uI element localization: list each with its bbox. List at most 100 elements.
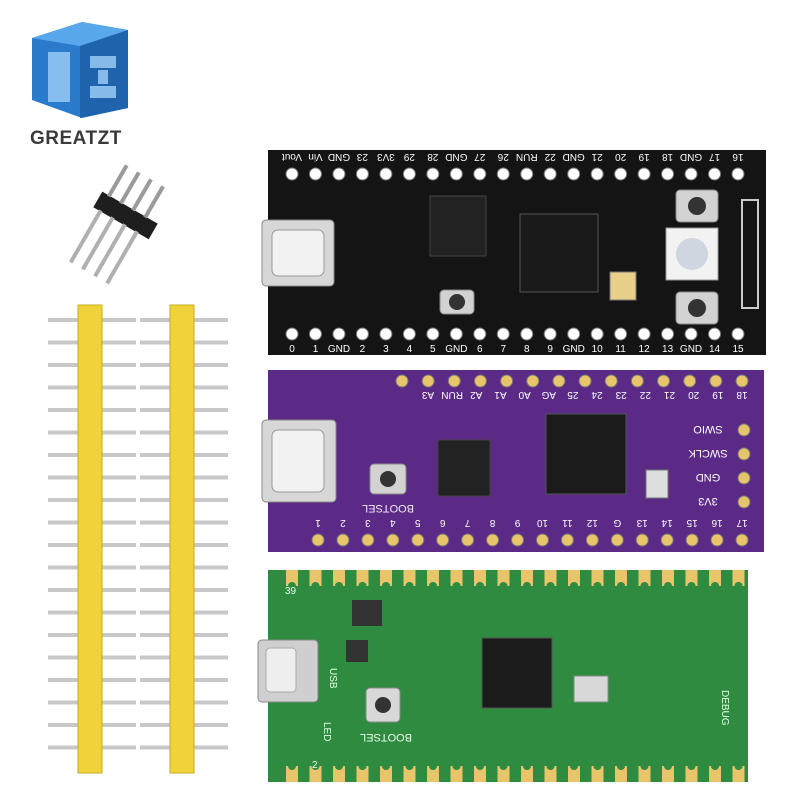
castellated-pad <box>356 570 369 586</box>
pin-label: 4 <box>407 344 413 355</box>
pin-label: GND <box>445 344 467 355</box>
pin-pad <box>473 167 487 181</box>
header-plastic <box>77 304 103 774</box>
pin-label: 22 <box>639 389 651 400</box>
long-pin-header-right <box>140 304 228 774</box>
pin-label: 9 <box>547 344 553 355</box>
castellated-pad <box>333 570 345 586</box>
pin-pad <box>731 327 745 341</box>
castellated-pad <box>544 570 557 586</box>
castellated-pad <box>450 570 463 586</box>
pin-label: 13 <box>662 344 674 355</box>
pin-pad <box>361 533 375 547</box>
castellated-pad <box>286 570 298 586</box>
pin-label: GND <box>445 151 467 162</box>
rp2040-chip-black <box>519 213 599 293</box>
pin-pad <box>552 374 566 388</box>
pin-label: 7 <box>464 517 470 528</box>
pin-pad <box>449 167 463 181</box>
castellated-pad <box>450 766 463 782</box>
castellated-pad <box>474 766 486 782</box>
castellated-pad <box>685 766 698 782</box>
pin-label: 2 <box>360 344 366 355</box>
castellated-pad <box>615 570 627 586</box>
green-pico-board: 39 USB LED BOOTSEL DEBUG 2 <box>257 570 748 782</box>
castellated-pad <box>662 570 674 586</box>
pin-label: 23 <box>356 151 368 162</box>
pin-pad <box>635 533 649 547</box>
pin-pad <box>737 423 751 437</box>
pin-label: 5 <box>430 344 436 355</box>
pin-pad <box>386 533 400 547</box>
pin-label: 17 <box>736 517 748 528</box>
pin-label: 8 <box>489 517 495 528</box>
pin-label: 14 <box>661 517 673 528</box>
pin-pad <box>737 495 751 509</box>
pin-pad <box>426 327 440 341</box>
pin-label: 15 <box>732 344 744 355</box>
pin-pad <box>661 167 675 181</box>
castellated-pad <box>521 766 533 782</box>
pin-label: GND <box>680 151 702 162</box>
pin-label: 21 <box>664 389 676 400</box>
pin-label: 24 <box>591 389 603 400</box>
pin-pad <box>560 533 574 547</box>
pin-pad <box>486 533 500 547</box>
pin-label: GND <box>696 471 721 483</box>
pin-label: 18 <box>736 389 748 400</box>
rp2040-chip-green <box>481 637 553 709</box>
pin-label: 6 <box>477 344 483 355</box>
pin-label: 3V3 <box>377 151 395 162</box>
pin-pad <box>709 374 723 388</box>
pin-label: RUN <box>516 151 538 162</box>
pin-label: 6 <box>439 517 445 528</box>
castellated-pad <box>709 570 721 586</box>
castellated-pad <box>309 570 322 586</box>
rp2040-chip-purple <box>545 413 627 495</box>
pin-label: 20 <box>615 151 627 162</box>
pin-pad <box>604 374 618 388</box>
castellated-pad <box>544 766 557 782</box>
pin-label: SWCLK <box>688 447 728 459</box>
pin-pad <box>449 327 463 341</box>
pin-pad <box>614 167 628 181</box>
pin-label: 3V3 <box>698 495 718 507</box>
flash-chip-black <box>429 195 487 257</box>
castellated-pad <box>497 570 510 586</box>
green-pin-2-label: 2 <box>312 760 318 771</box>
pin-pad <box>661 327 675 341</box>
pin-label: 9 <box>514 517 520 528</box>
pin-pad <box>461 533 475 547</box>
pin-pad <box>511 533 525 547</box>
pin-label: 17 <box>709 151 721 162</box>
pin-label: 0 <box>289 344 295 355</box>
pin-pad <box>637 167 651 181</box>
pin-pad <box>447 374 461 388</box>
pin-pad <box>684 167 698 181</box>
pin-pad <box>421 374 435 388</box>
pin-label: SWIO <box>693 423 723 435</box>
pin-pad <box>308 167 322 181</box>
pin-pad <box>426 167 440 181</box>
brand-name: GREATZT <box>30 128 122 149</box>
pin-pad <box>708 327 722 341</box>
long-pin-header-left <box>48 304 136 774</box>
pin-label: A0 <box>518 389 531 400</box>
led-label: LED <box>321 722 332 741</box>
short-pin-header <box>68 164 165 285</box>
pin-pad <box>543 327 557 341</box>
pin-pad <box>411 533 425 547</box>
pin-pad <box>590 167 604 181</box>
pin-label: 29 <box>403 151 415 162</box>
pin-pad <box>336 533 350 547</box>
pin-label: 14 <box>709 344 721 355</box>
pin-label: GND <box>328 151 350 162</box>
castellated-pad <box>591 766 604 782</box>
pin-label: 11 <box>615 344 626 355</box>
pin-label: 4 <box>390 517 396 528</box>
pin-pad <box>731 167 745 181</box>
pin-pad <box>311 533 325 547</box>
pin-pad <box>683 374 697 388</box>
